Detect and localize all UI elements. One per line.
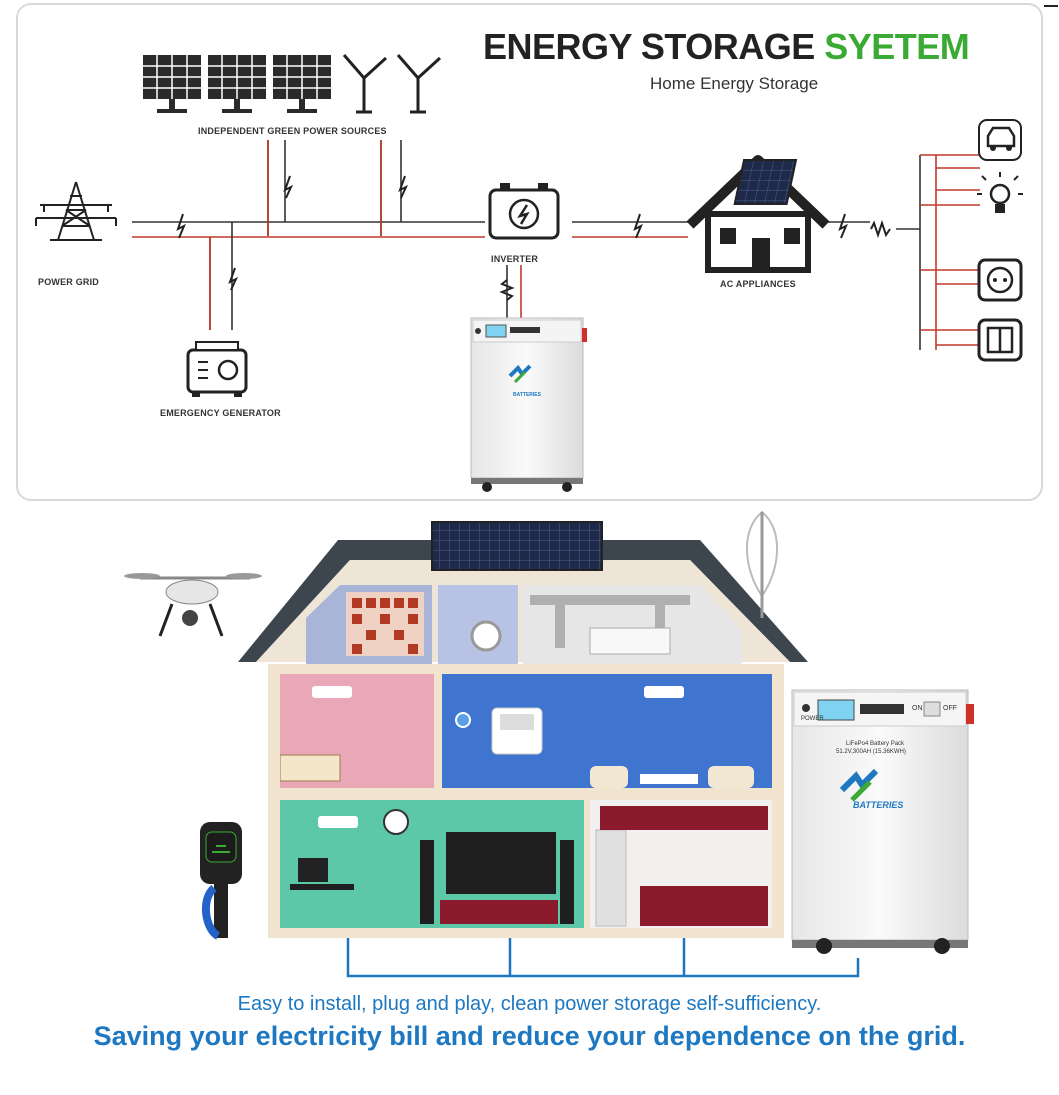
ev-charger-icon <box>200 822 242 940</box>
solar-panel-icon <box>273 55 331 113</box>
battery-cabinet-icon <box>791 689 974 954</box>
ac-appliances-label: AC APPLIANCES <box>720 279 796 289</box>
page-title: ENERGY STORAGE SYETEM <box>483 26 970 68</box>
battery-on-label: ON <box>912 705 923 712</box>
title-part1: ENERGY STORAGE <box>483 26 825 67</box>
roof-solar-panel <box>431 521 603 571</box>
switch-icon <box>977 318 1023 362</box>
wind-turbine-icon <box>745 510 779 618</box>
caption-line1: Easy to install, plug and play, clean po… <box>237 993 822 1015</box>
bulb-icon <box>977 172 1023 213</box>
battery-power-label: POWER <box>801 716 824 722</box>
drone-icon <box>124 573 262 637</box>
inverter-label: INVERTER <box>491 254 539 264</box>
solar-panel-icon <box>208 55 266 113</box>
top-panel-frame <box>16 3 1043 501</box>
caption-line2: Saving your electricity bill and reduce … <box>93 1021 966 1051</box>
solar-panel-icon <box>143 55 201 113</box>
power-tower-icon <box>35 181 117 241</box>
wind-turbine-icon <box>396 54 442 114</box>
socket-icon <box>977 258 1023 302</box>
battery-brand-text: BATTERIES <box>853 800 904 810</box>
generator-label: EMERGENCY GENERATOR <box>160 408 281 418</box>
battery-pack-line2: 51.2V,300AH (15.36KWH) <box>836 749 906 755</box>
power-grid-label: POWER GRID <box>38 277 100 287</box>
house-icon <box>686 155 830 273</box>
page-subtitle: Home Energy Storage <box>650 74 819 93</box>
small-brand-text: BATTERIES <box>513 392 542 398</box>
house-cutaway <box>238 521 808 938</box>
battery-off-label: OFF <box>943 705 957 712</box>
green-sources-label: INDEPENDENT GREEN POWER SOURCES <box>198 126 387 136</box>
title-part2: SYETEM <box>824 26 970 67</box>
battery-pack-line1: LiFePo4 Battery Pack <box>846 741 905 747</box>
generator-icon <box>186 341 248 397</box>
inverter-icon <box>488 183 560 240</box>
wiring <box>132 140 980 350</box>
house-wiring <box>346 938 860 978</box>
battery-cabinet-icon: BATTERIES <box>470 317 587 492</box>
wind-turbine-icon <box>342 54 388 114</box>
current-marks <box>176 175 891 301</box>
car-icon <box>978 119 1022 161</box>
